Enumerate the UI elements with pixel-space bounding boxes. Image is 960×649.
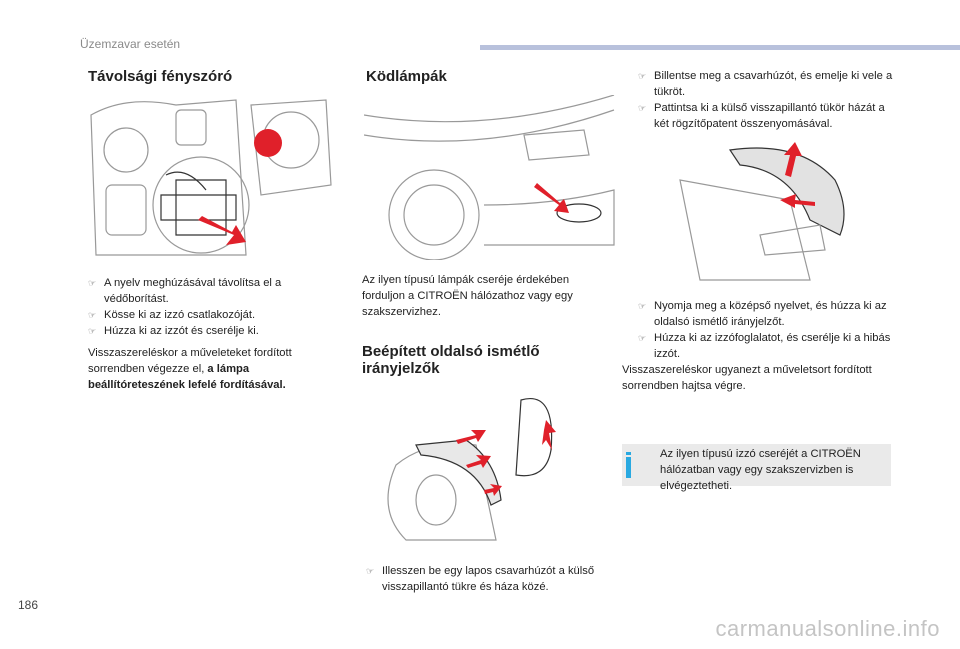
pointing-hand-icon: ☞ xyxy=(88,278,97,288)
step: ☞A nyelv meghúzásával távolítsa el a véd… xyxy=(88,277,282,305)
pointing-hand-icon: ☞ xyxy=(638,333,647,343)
pointing-hand-icon: ☞ xyxy=(88,326,97,336)
side-repeater-steps: ☞Illesszen be egy lapos csavarhúzót a kü… xyxy=(366,563,616,595)
step: ☞Kösse ki az izzó csatlakozóját. xyxy=(88,309,256,321)
section-header: Üzemzavar esetén xyxy=(80,37,181,51)
fog-lamp-text: Az ilyen típusú lámpák cseréje érdekében… xyxy=(362,274,573,318)
pointing-hand-icon: ☞ xyxy=(366,566,375,576)
step: ☞Illesszen be egy lapos csavarhúzót a kü… xyxy=(366,565,595,593)
mirror-housing-illustration xyxy=(679,142,845,281)
info-note-text: Az ilyen típusú izzó cseréjét a CITROËN … xyxy=(660,448,861,492)
repeater-reassembly-text: Visszaszereléskor ugyanezt a műveletsort… xyxy=(622,364,872,392)
info-note: Az ilyen típusú izzó cseréjét a CITROËN … xyxy=(622,444,891,492)
step: ☞Húzza ki az izzófoglalatot, és cserélje… xyxy=(638,332,891,360)
high-beam-reassembly-text: Visszaszereléskor a műveleteket fordítot… xyxy=(88,347,292,391)
mirror-steps: ☞Billentse meg a csavarhúzót, és emelje … xyxy=(638,68,898,132)
heading-fog-lamps: Ködlámpák xyxy=(366,68,447,85)
heading-high-beam: Távolsági fényszóró xyxy=(88,68,233,85)
watermark: carmanualsonline.info xyxy=(715,616,940,641)
step: ☞Billentse meg a csavarhúzót, és emelje … xyxy=(638,70,893,98)
step: ☞Nyomja meg a középső nyelvet, és húzza … xyxy=(638,300,887,328)
step: ☞Húzza ki az izzót és cserélje ki. xyxy=(88,325,259,337)
page-number: 186 xyxy=(18,598,39,612)
pointing-hand-icon: ☞ xyxy=(638,301,647,311)
heading-side-repeaters: Beépített oldalsó ismétlő irányjelzők xyxy=(362,343,540,377)
repeater-steps: ☞Nyomja meg a középső nyelvet, és húzza … xyxy=(638,298,898,362)
info-icon xyxy=(626,452,631,478)
pointing-hand-icon: ☞ xyxy=(638,71,647,81)
pointing-hand-icon: ☞ xyxy=(88,310,97,320)
high-beam-steps: ☞A nyelv meghúzásával távolítsa el a véd… xyxy=(88,275,328,339)
high-beam-illustration xyxy=(90,99,332,256)
pointing-hand-icon: ☞ xyxy=(638,103,647,113)
fog-lamp-illustration xyxy=(364,95,615,260)
header-accent-bar xyxy=(480,45,960,50)
side-repeater-illustration xyxy=(387,398,556,541)
step: ☞Pattintsa ki a külső visszapillantó tük… xyxy=(638,102,885,130)
